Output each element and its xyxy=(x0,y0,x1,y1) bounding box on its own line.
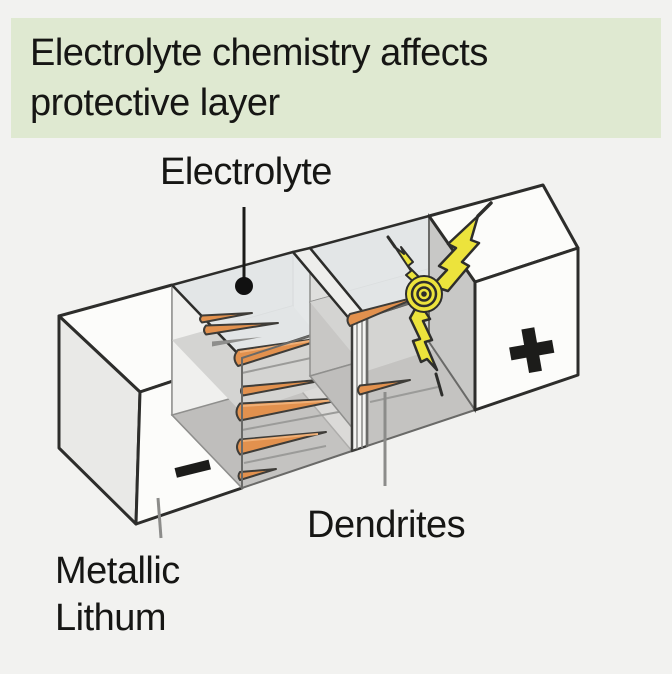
lithium-leader-line xyxy=(156,497,163,539)
lightning-bolt-icon xyxy=(430,214,481,293)
title-line-1: Electrolyte chemistry affects xyxy=(30,32,488,74)
dendrite xyxy=(199,312,253,324)
electrolyte-label: Electrolyte xyxy=(160,151,332,193)
dendrite xyxy=(233,336,331,367)
metallic-lithium-label-line-1: Metallic xyxy=(55,550,180,592)
dendrites-label: Dendrites xyxy=(307,504,466,546)
dendrite-highlight xyxy=(241,433,319,442)
electrolyte-leader-dot xyxy=(235,277,253,295)
dendrite xyxy=(236,431,327,456)
lightning-bolt-icon xyxy=(408,300,439,372)
dendrite-highlight xyxy=(241,399,341,407)
metallic-lithium-label-line-2: Lithum xyxy=(55,597,167,639)
dendrite-piercing-separator xyxy=(346,295,421,327)
title-line-2: protective layer xyxy=(30,82,280,124)
dendrite xyxy=(237,468,277,481)
dendrite xyxy=(357,379,411,396)
lightning-bolt-tip xyxy=(476,201,493,218)
lightning-bolt-icon xyxy=(394,246,420,286)
positive-electrode-front-face xyxy=(473,246,580,412)
spark-center xyxy=(421,291,427,297)
wall-seam-line xyxy=(243,445,327,464)
dendrite xyxy=(203,322,279,336)
short-circuit-spark xyxy=(386,201,493,397)
spark-ring xyxy=(410,280,438,308)
spark-ring xyxy=(416,286,432,302)
annotation-leaders xyxy=(156,207,387,539)
positive-electrode-block: + xyxy=(427,183,580,414)
lightning-bolt-tip xyxy=(386,235,397,249)
metallic-lithium-label: Metallic Lithum xyxy=(55,548,180,642)
wall-seam-line xyxy=(241,410,345,431)
dendrite-shadow xyxy=(212,337,262,347)
lightning-bolt-tip xyxy=(434,372,444,397)
wall-seam-line xyxy=(369,386,439,403)
title-banner: Electrolyte chemistry affects protective… xyxy=(11,18,661,138)
